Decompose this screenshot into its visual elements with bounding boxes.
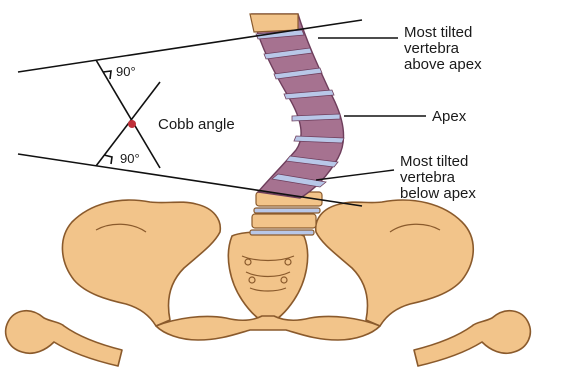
lower-vertebra-label-line-1: Most tilted (400, 153, 468, 170)
sacrum (228, 232, 307, 325)
top-angle-label: 90° (116, 64, 136, 79)
bottom-angle-label: 90° (120, 151, 140, 166)
lower-right-angle-mark (104, 155, 112, 164)
spine-column (252, 14, 344, 198)
cobb-angle-marker (128, 120, 136, 128)
lower-vertebra-label-line-2: vertebra (400, 169, 456, 186)
curved-spine (250, 14, 344, 198)
left-iliac-wing (62, 200, 220, 326)
right-iliac-wing (316, 200, 474, 326)
upper-vertebra-label-line-2: vertebra (404, 40, 460, 57)
lower-vertebra-label-line-3: below apex (400, 185, 476, 202)
right-femur (414, 311, 530, 366)
left-femur (6, 311, 122, 366)
pubic-arch (156, 316, 380, 340)
upper-vertebra-label-line-3: above apex (404, 56, 482, 73)
cobb-angle-label: Cobb angle (158, 116, 235, 133)
upper-vertebra-label-line-1: Most tilted (404, 24, 472, 41)
apex-label: Apex (432, 108, 467, 125)
